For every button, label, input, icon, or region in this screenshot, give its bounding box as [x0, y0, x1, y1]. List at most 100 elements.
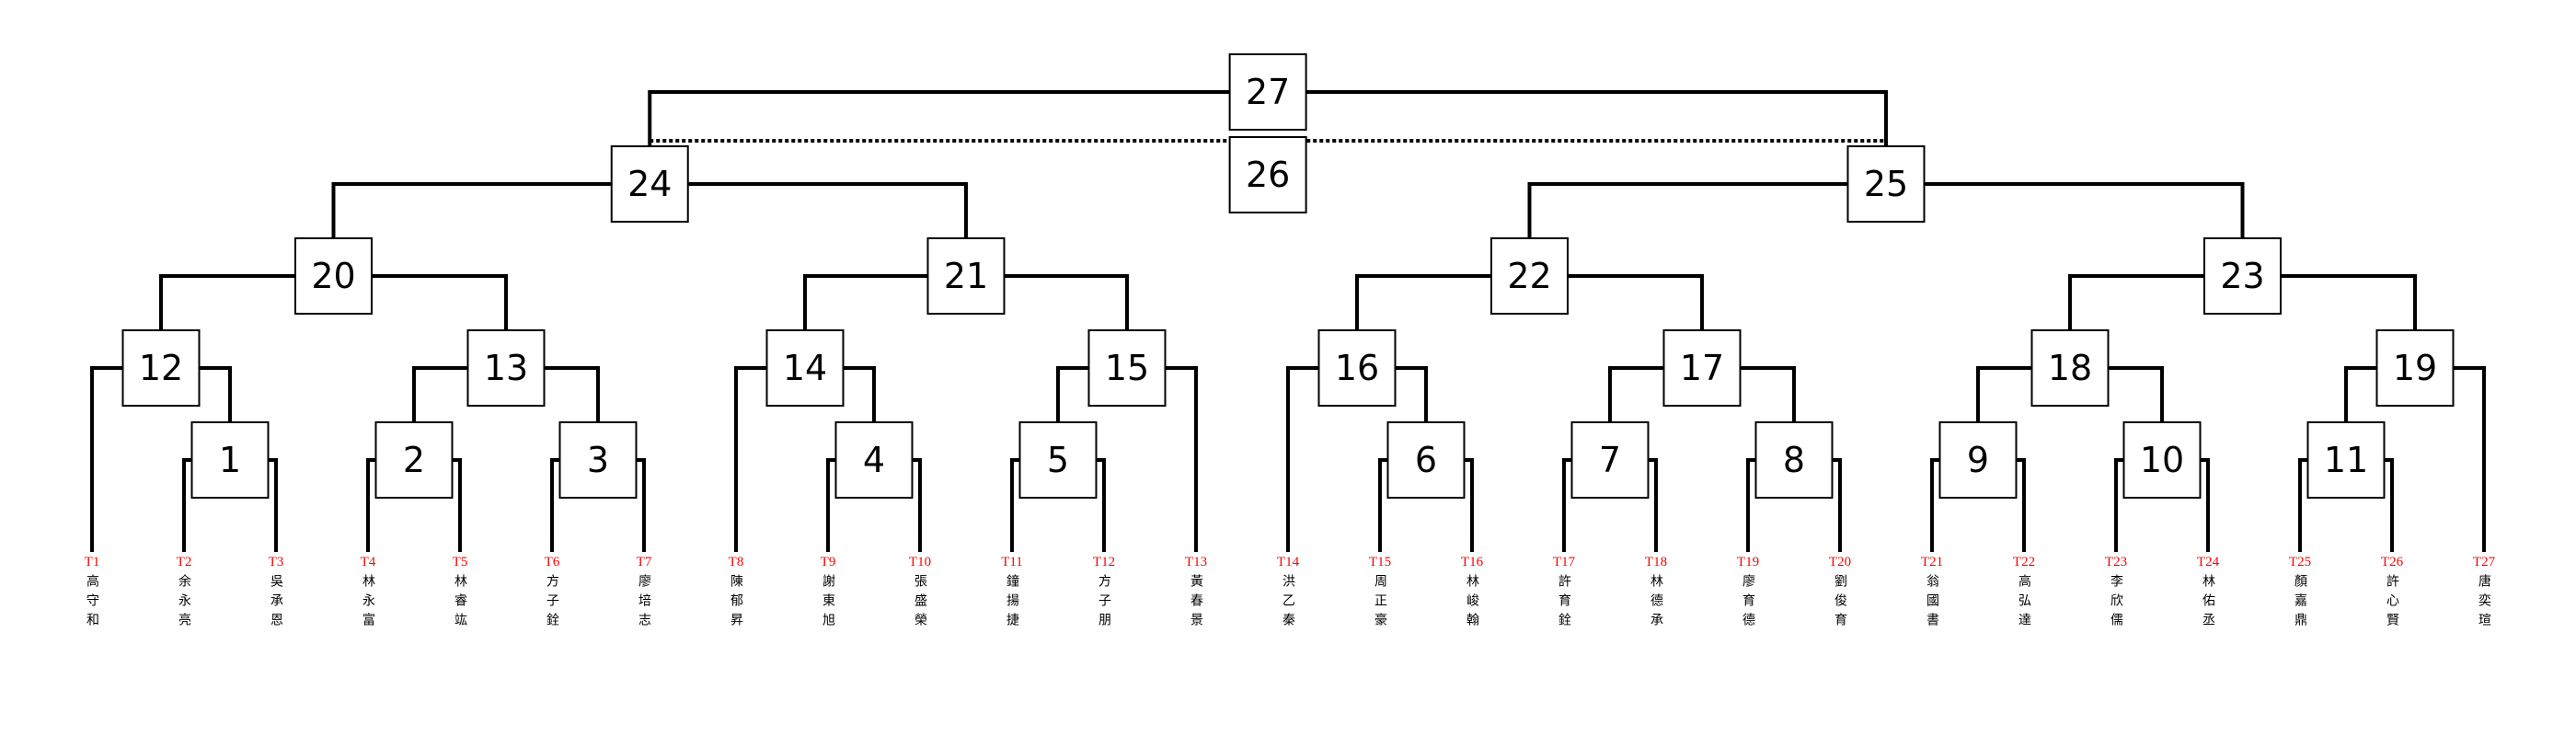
- match-number-12: 12: [139, 348, 183, 388]
- team-name: 廖育德: [1741, 574, 1755, 632]
- team-T6: T6 方子銓: [534, 554, 570, 632]
- bracket-line: [1529, 274, 1704, 330]
- team-code: T14: [1276, 555, 1300, 569]
- team-name: 鐘揚捷: [1005, 574, 1019, 632]
- team-name: 廖培志: [637, 574, 651, 632]
- match-box-12: [121, 329, 201, 407]
- match-number-15: 15: [1105, 348, 1149, 388]
- match-box-16: [1317, 329, 1397, 407]
- team-code: T1: [84, 555, 100, 569]
- bracket-line: [159, 274, 334, 330]
- team-T26: T26 許心賢: [2374, 554, 2410, 632]
- team-T2: T2 余永亮: [166, 554, 202, 632]
- team-code: T13: [1184, 555, 1208, 569]
- team-code: T17: [1552, 555, 1576, 569]
- team-T21: T21 翁國書: [1914, 554, 1950, 632]
- bracket-line: [1268, 90, 1888, 146]
- match-box-22: [1490, 237, 1569, 315]
- team-name: 許心賢: [2385, 574, 2399, 632]
- match-box-26: [1228, 136, 1307, 213]
- match-box-23: [2203, 237, 2282, 315]
- match-box-10: [2122, 421, 2202, 499]
- match-number-16: 16: [1335, 348, 1379, 388]
- team-code: T23: [2104, 555, 2128, 569]
- team-name: 顏嘉鼎: [2293, 574, 2307, 632]
- match-box-21: [926, 237, 1006, 315]
- team-code: T4: [360, 555, 376, 569]
- match-number-1: 1: [219, 440, 241, 480]
- team-code: T5: [452, 555, 468, 569]
- team-code: T12: [1092, 555, 1116, 569]
- team-T19: T19 廖育德: [1730, 554, 1766, 632]
- match-number-17: 17: [1680, 348, 1724, 388]
- team-code: T24: [2196, 555, 2220, 569]
- bracket-line: [333, 274, 508, 330]
- match-box-14: [765, 329, 845, 407]
- bracket-line: [966, 274, 1129, 330]
- team-code: T15: [1368, 555, 1392, 569]
- bracket-line: [1527, 182, 1886, 238]
- team-code: T11: [1001, 555, 1023, 569]
- team-code: T7: [636, 555, 652, 569]
- team-code: T26: [2380, 555, 2404, 569]
- team-name: 林永富: [361, 574, 375, 632]
- match-number-21: 21: [944, 256, 988, 296]
- match-box-11: [2306, 421, 2386, 499]
- bracket-line: [648, 90, 1269, 146]
- bracket-line: [331, 182, 650, 238]
- team-name: 余永亮: [177, 574, 191, 632]
- team-T15: T15 周正豪: [1362, 554, 1398, 632]
- match-box-8: [1754, 421, 1834, 499]
- match-number-7: 7: [1599, 440, 1621, 480]
- team-code: T20: [1828, 555, 1852, 569]
- team-T4: T4 林永富: [350, 554, 386, 632]
- team-name: 黃春景: [1189, 574, 1203, 632]
- team-name: 李欣儒: [2109, 574, 2123, 632]
- bracket-line: [1355, 274, 1530, 330]
- match-number-23: 23: [2220, 256, 2264, 296]
- team-code: T6: [544, 555, 560, 569]
- match-number-25: 25: [1864, 164, 1908, 204]
- team-code: T16: [1460, 555, 1484, 569]
- team-name: 唐奕瑄: [2477, 574, 2491, 632]
- team-code: T3: [268, 555, 284, 569]
- team-code: T19: [1736, 555, 1760, 569]
- team-T23: T23 李欣儒: [2098, 554, 2134, 632]
- team-name: 謝東旭: [821, 574, 835, 632]
- match-number-14: 14: [783, 348, 827, 388]
- bracket-line: [2068, 274, 2243, 330]
- bracket-line: [2242, 274, 2417, 330]
- team-name: 吳承恩: [269, 574, 283, 632]
- match-number-19: 19: [2393, 348, 2437, 388]
- match-box-20: [294, 237, 373, 315]
- team-name: 陳郁昇: [729, 574, 743, 632]
- team-T3: T3 吳承恩: [258, 554, 294, 632]
- team-code: T2: [176, 555, 192, 569]
- match-number-8: 8: [1783, 440, 1805, 480]
- match-number-24: 24: [627, 164, 672, 204]
- match-box-7: [1570, 421, 1650, 499]
- team-code: T21: [1920, 555, 1944, 569]
- match-box-25: [1846, 145, 1926, 223]
- team-name: 周正豪: [1373, 574, 1387, 632]
- match-box-1: [190, 421, 270, 499]
- team-T7: T7 廖培志: [626, 554, 662, 632]
- team-name: 洪乙秦: [1281, 574, 1295, 632]
- team-name: 翁國書: [1925, 574, 1939, 632]
- match-number-26: 26: [1246, 155, 1290, 195]
- bracket-line: [803, 274, 966, 330]
- match-number-11: 11: [2324, 440, 2368, 480]
- match-number-20: 20: [311, 256, 355, 296]
- team-code: T22: [2012, 555, 2036, 569]
- match-box-2: [374, 421, 454, 499]
- team-name: 方子銓: [545, 574, 559, 632]
